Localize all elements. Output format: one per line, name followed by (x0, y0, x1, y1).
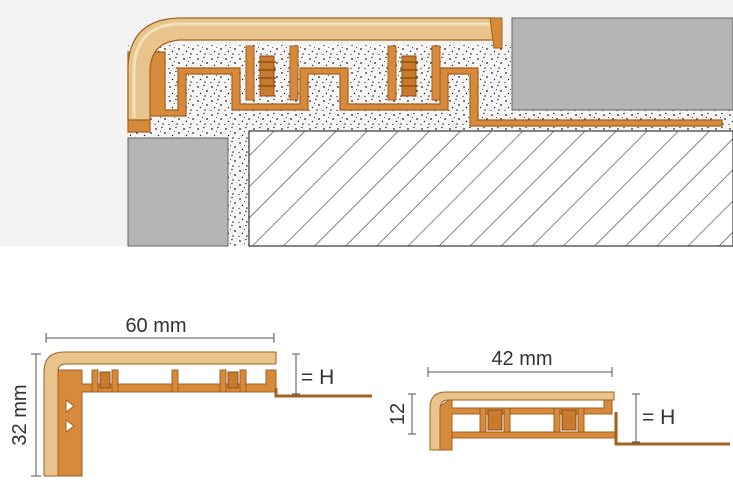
large-profile-teeth (65, 399, 75, 433)
height-label-small: 12 (387, 403, 409, 425)
riser-tile (127, 137, 229, 247)
large-profile-legs (91, 369, 247, 393)
large-tile-line (274, 388, 372, 398)
large-profile-cover (43, 351, 277, 477)
concrete-step (248, 130, 733, 247)
profile-body (127, 51, 723, 133)
h-label-large: = H (301, 366, 334, 389)
width-label-large: 60 mm (125, 315, 186, 337)
small-profile-body (439, 397, 613, 451)
profile-section (127, 45, 723, 133)
h-label-small: = H (642, 406, 675, 429)
small-profile-ribs (487, 409, 577, 431)
rib-teeth (258, 61, 418, 87)
small-profile-cover (429, 391, 615, 451)
profile-ribs (259, 55, 417, 97)
small-profile-base (451, 431, 617, 439)
width-label-small: 42 mm (491, 348, 552, 370)
tread-tile (511, 17, 733, 111)
height-label-large: 32 mm (9, 384, 31, 445)
nosing-end-lip (489, 17, 503, 49)
profile-large: 60 mm 32 mm = H (9, 315, 372, 477)
nosing-highlight (132, 22, 490, 118)
small-tile-line (614, 412, 730, 446)
profile-small: 42 mm 12 = H (387, 348, 730, 451)
section-detail (0, 0, 733, 247)
profile-legs (245, 45, 441, 101)
large-profile-ribs (99, 371, 239, 389)
